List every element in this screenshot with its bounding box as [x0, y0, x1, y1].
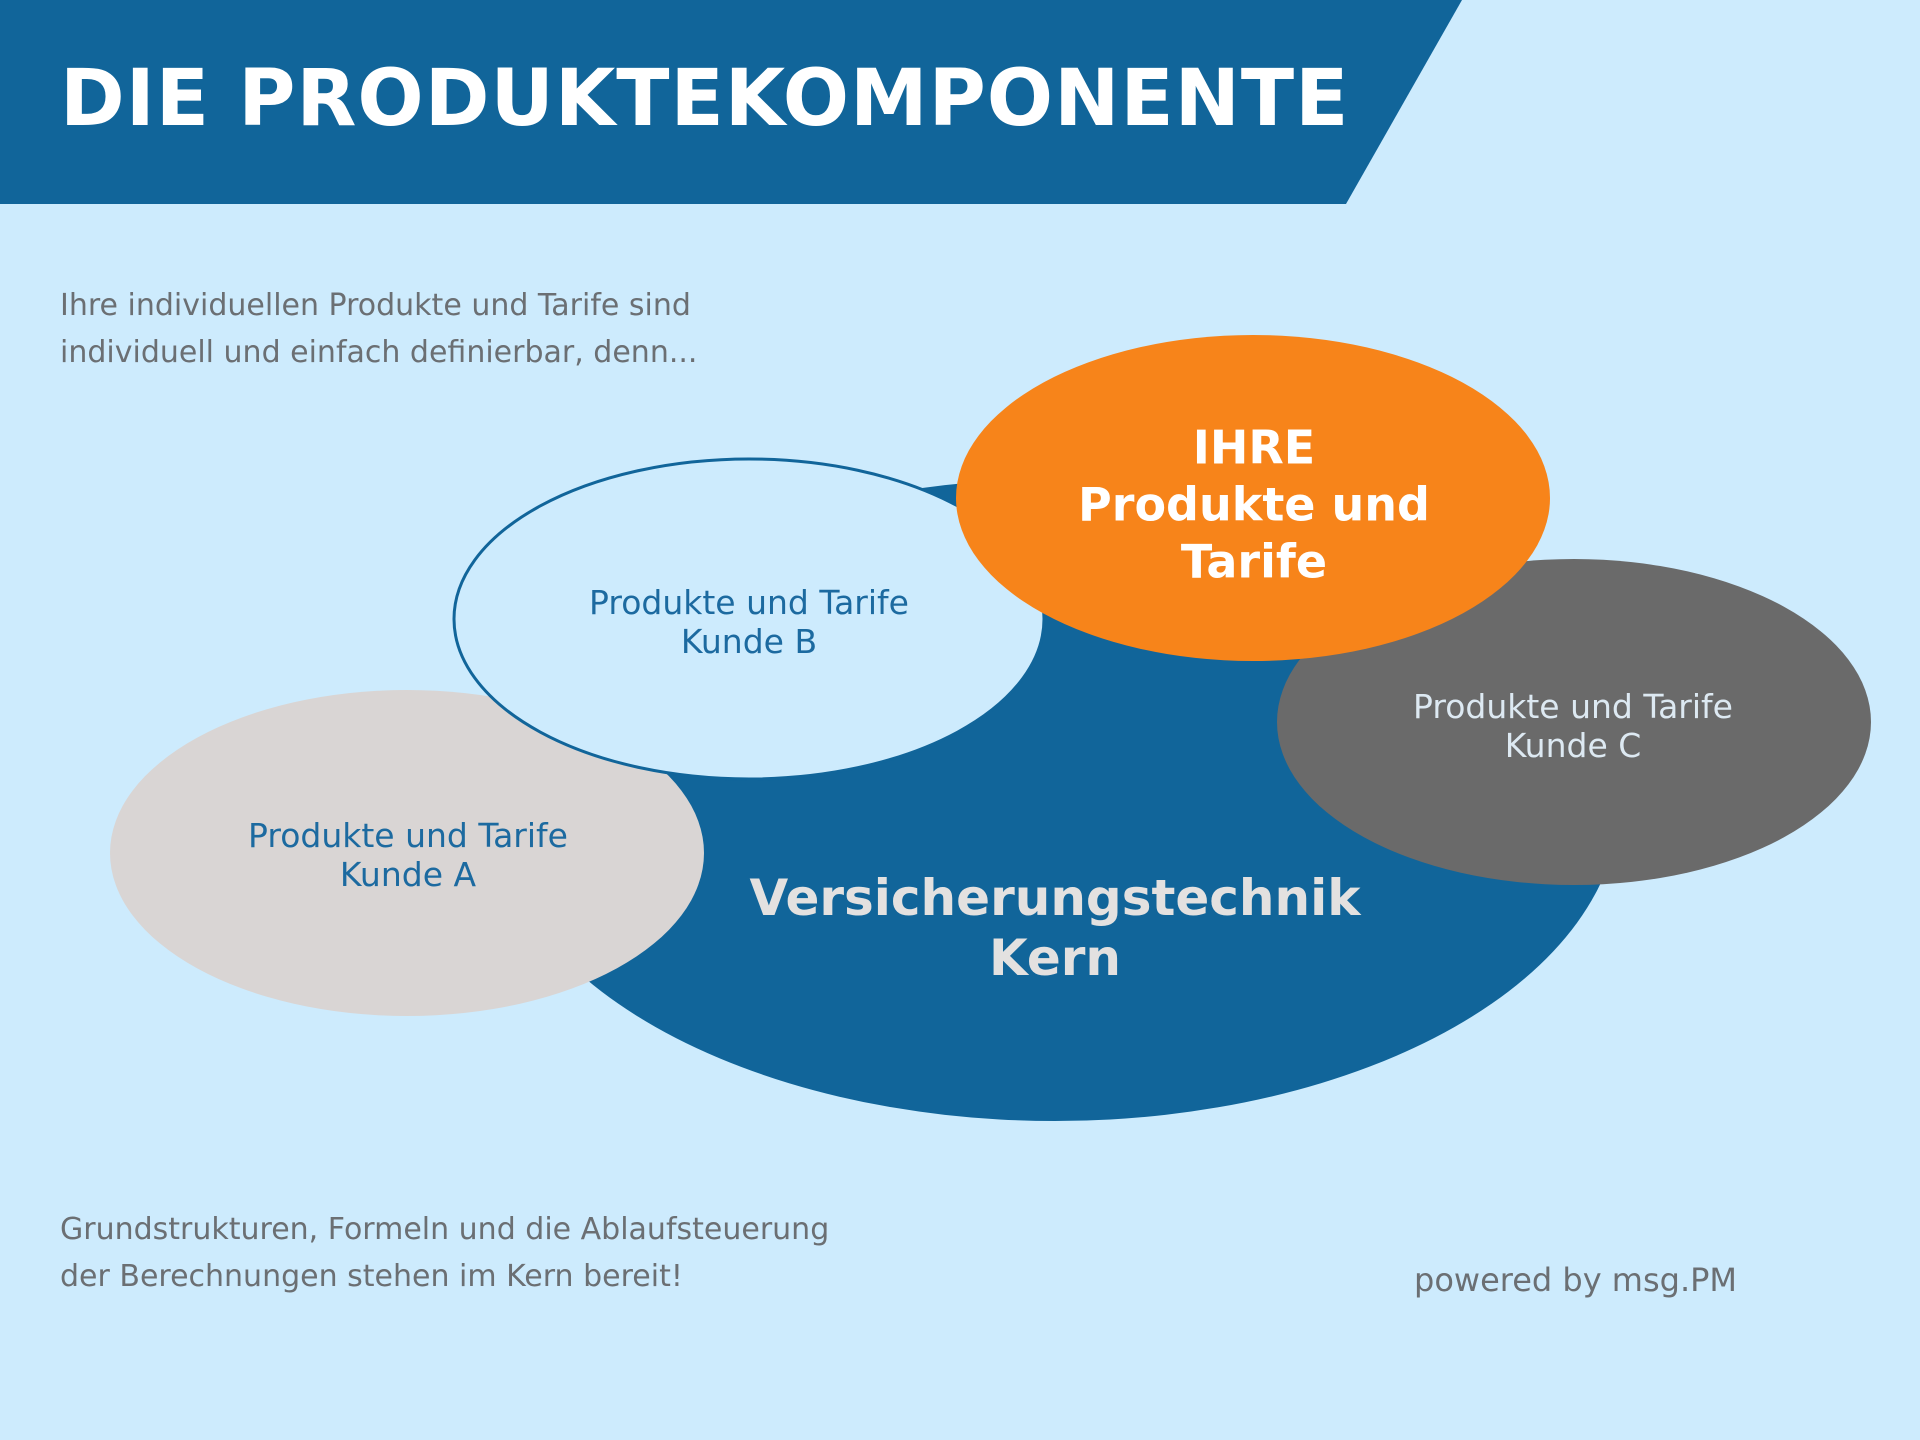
ihre-label-line-1: IHRE [1192, 420, 1316, 475]
outro-line-2: der Berechnungen stehen im Kern bereit! [60, 1259, 683, 1294]
kunde-b-ellipse [452, 457, 1046, 781]
outro-line-1: Grundstrukturen, Formeln und die Ablaufs… [60, 1212, 830, 1247]
kunde-c-label-line-2: Kunde C [1504, 726, 1642, 765]
kunde-c-ellipse [1277, 559, 1871, 885]
powered-by-text: powered by msg.PM [1414, 1261, 1738, 1299]
kunde-a-label: Produkte und Tarife Kunde A [248, 816, 568, 894]
kunde-b-label: Produkte und Tarife Kunde B [589, 583, 909, 661]
intro-text: Ihre individuellen Produkte und Tarife s… [60, 282, 697, 376]
kunde-a-label-line-2: Kunde A [339, 855, 477, 894]
ihre-label: IHRE Produkte und Tarife [1078, 420, 1430, 591]
kunde-a-ellipse [110, 690, 704, 1016]
kunde-c-label-line-1: Produkte und Tarife [1413, 687, 1733, 726]
title-banner [0, 0, 1462, 204]
core-label-line-1: Versicherungstechnik [749, 869, 1361, 927]
kunde-b-label-line-1: Produkte und Tarife [589, 583, 909, 622]
core-label: Versicherungstechnik Kern [749, 868, 1360, 988]
ihre-label-line-3: Tarife [1180, 534, 1328, 589]
ihre-ellipse [956, 335, 1550, 661]
kunde-a-label-line-1: Produkte und Tarife [248, 816, 568, 855]
intro-line-2: individuell und einfach definierbar, den… [60, 335, 698, 370]
kunde-c-label: Produkte und Tarife Kunde C [1413, 687, 1733, 765]
kunde-b-label-line-2: Kunde B [680, 622, 818, 661]
core-label-line-2: Kern [988, 929, 1122, 987]
ihre-label-line-2: Produkte und [1078, 477, 1430, 532]
page-title: DIE PRODUKTEKOMPONENTE [60, 54, 1350, 144]
intro-line-1: Ihre individuellen Produkte und Tarife s… [60, 288, 691, 323]
outro-text: Grundstrukturen, Formeln und die Ablaufs… [60, 1206, 829, 1300]
